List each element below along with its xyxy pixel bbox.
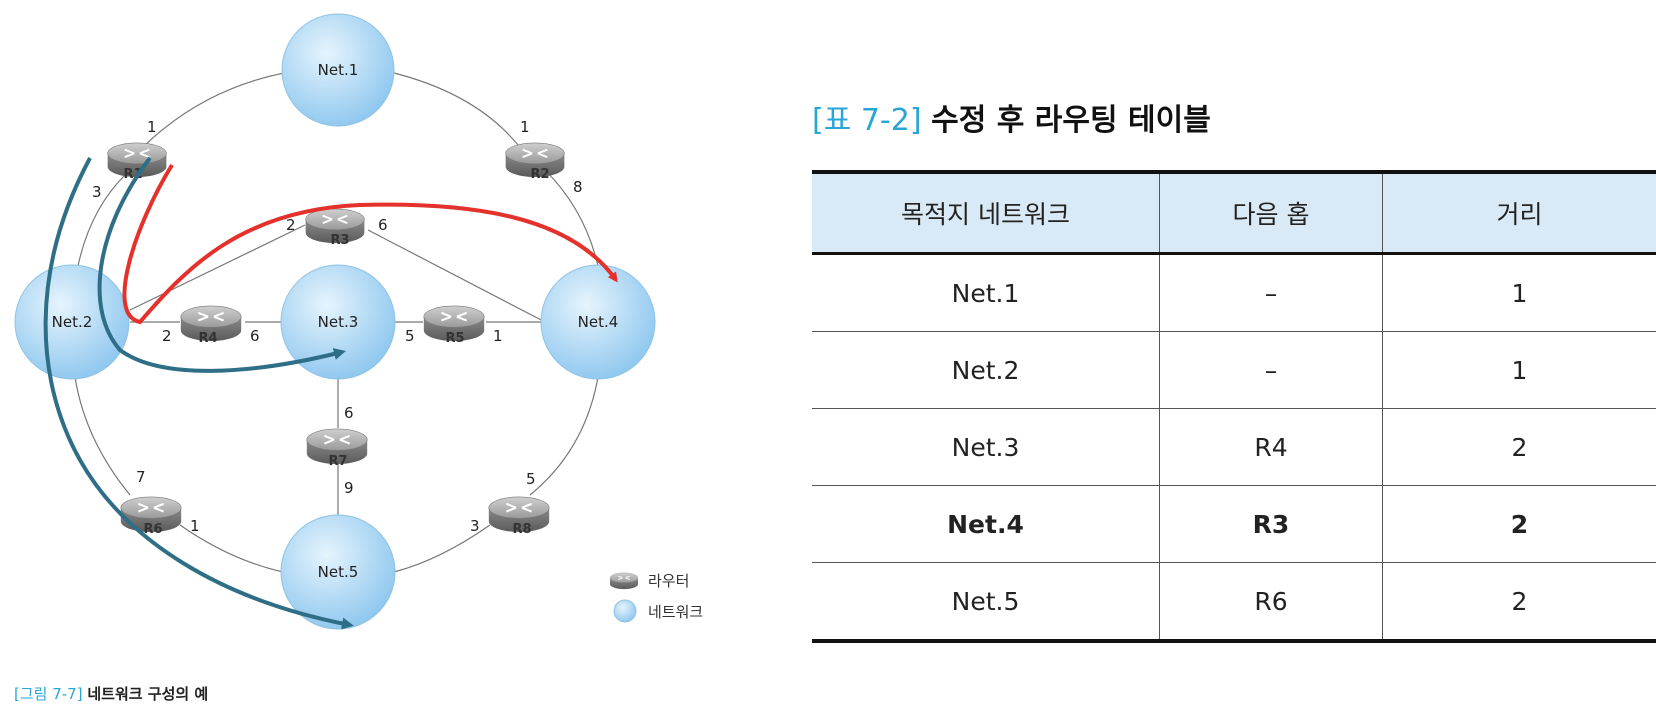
table-title-text: 수정 후 라우팅 테이블	[931, 103, 1211, 138]
hop-r4-net3: 6	[250, 327, 260, 345]
router-r2-label: R2	[530, 167, 549, 182]
figure-caption-number: [그림 7-7]	[14, 685, 83, 703]
cell-distance: 2	[1382, 562, 1656, 643]
figure-caption-text: 네트워크 구성의 예	[87, 685, 209, 703]
router-r8-label: R8	[512, 522, 531, 537]
hop-r1-net1: 1	[147, 118, 157, 136]
router-r4-label: R4	[198, 331, 217, 346]
legend-router-label: 라우터	[648, 572, 689, 590]
legend-network-label: 네트워크	[648, 603, 703, 621]
table-title-number: [표 7-2]	[812, 103, 922, 138]
cell-next-hop: R3	[1159, 485, 1383, 563]
table-row: Net.2 – 1	[812, 331, 1656, 409]
cell-distance: 1	[1382, 253, 1656, 332]
router-r7-label: R7	[328, 454, 347, 469]
header-destination: 목적지 네트워크	[812, 170, 1160, 255]
net-1-node: Net.1	[281, 13, 395, 127]
link-net1-r2	[393, 72, 523, 151]
figure-caption: [그림 7-7] 네트워크 구성의 예	[14, 683, 208, 704]
cell-destination: Net.5	[812, 562, 1160, 643]
net-5-label: Net.5	[318, 563, 359, 581]
hop-r1-net2: 3	[92, 183, 102, 201]
cell-destination: Net.3	[812, 408, 1160, 486]
teal-path-arrow-net3	[97, 156, 346, 373]
routing-table: 목적지 네트워크 다음 홉 거리 Net.1 – 1 Net.2 – 1 Net…	[812, 170, 1656, 643]
router-r4: R4	[180, 305, 242, 346]
link-r3-net4	[367, 229, 546, 323]
hop-r4-net2: 2	[162, 327, 172, 345]
net-3-node: Net.3	[280, 264, 396, 380]
cell-distance: 1	[1382, 331, 1656, 409]
link-r8-net5	[393, 524, 491, 573]
table-header-row: 목적지 네트워크 다음 홉 거리	[812, 170, 1656, 255]
hop-r5-net4: 1	[493, 327, 503, 345]
legend: 라우터 네트워크	[610, 572, 703, 623]
header-next-hop: 다음 홉	[1159, 170, 1383, 255]
router-r8: R8	[488, 496, 550, 537]
teal-path-arrow-net5	[43, 157, 354, 630]
hop-labels: 1 3 1 8 2 6 2 6 5 1 7 1 6 9 5 3	[92, 118, 583, 535]
red-path-arrow	[122, 163, 618, 325]
link-net2-r3	[129, 224, 306, 311]
net-4-label: Net.4	[578, 313, 619, 331]
connection-lines	[74, 72, 599, 573]
table-row-highlighted: Net.4 R3 2	[812, 485, 1656, 563]
table-row: Net.5 R6 2	[812, 562, 1656, 643]
hop-r5-net3: 5	[405, 327, 415, 345]
cell-next-hop: –	[1159, 331, 1383, 409]
router-r2: R2	[505, 142, 565, 182]
cell-destination: Net.1	[812, 253, 1160, 332]
net-4-node: Net.4	[540, 264, 656, 380]
router-r6-label: R6	[143, 522, 162, 537]
cell-destination: Net.2	[812, 331, 1160, 409]
cell-next-hop: R4	[1159, 408, 1383, 486]
router-r6: R6	[120, 496, 182, 537]
cell-destination: Net.4	[812, 485, 1160, 563]
cell-distance: 2	[1382, 485, 1656, 563]
hop-r3-net4: 6	[378, 216, 388, 234]
table-row: Net.3 R4 2	[812, 408, 1656, 486]
cell-next-hop: R6	[1159, 562, 1383, 643]
hop-r7-net5: 9	[344, 479, 354, 497]
net-1-label: Net.1	[318, 61, 359, 79]
hop-r6-net2: 7	[136, 468, 146, 486]
net-5-node: Net.5	[280, 514, 396, 630]
link-r6-net5	[179, 524, 284, 573]
table-title: [표 7-2] 수정 후 라우팅 테이블	[812, 95, 1211, 139]
hop-r8-net4: 5	[526, 470, 536, 488]
table-row: Net.1 – 1	[812, 253, 1656, 332]
link-r1-net2	[77, 174, 126, 267]
net-2-node: Net.2	[14, 264, 130, 380]
router-r3-label: R3	[330, 233, 349, 248]
legend-router-icon	[610, 572, 638, 590]
hop-r3-net2: 2	[286, 216, 296, 234]
hop-r2-net1: 1	[520, 118, 530, 136]
link-net1-r1	[139, 72, 285, 151]
hop-r8-net5: 3	[470, 517, 480, 535]
link-net4-r8	[529, 376, 599, 496]
hop-r2-net4: 8	[573, 178, 583, 196]
legend-network-icon	[613, 599, 637, 623]
net-2-label: Net.2	[52, 313, 93, 331]
router-r5-label: R5	[445, 331, 464, 346]
hop-r6-net5: 1	[190, 517, 200, 535]
net-3-label: Net.3	[318, 313, 359, 331]
cell-next-hop: –	[1159, 253, 1383, 332]
network-diagram: Net.1 Net.2 Net.3 Net.4 Net.5 R1 R2 R3 R…	[14, 13, 703, 630]
router-r5: R5	[423, 305, 485, 346]
link-net2-r6	[74, 376, 131, 496]
router-r7: R7	[306, 428, 368, 469]
router-r3: R3	[305, 208, 365, 248]
header-distance: 거리	[1382, 170, 1656, 255]
cell-distance: 2	[1382, 408, 1656, 486]
hop-r7-net3: 6	[344, 404, 354, 422]
